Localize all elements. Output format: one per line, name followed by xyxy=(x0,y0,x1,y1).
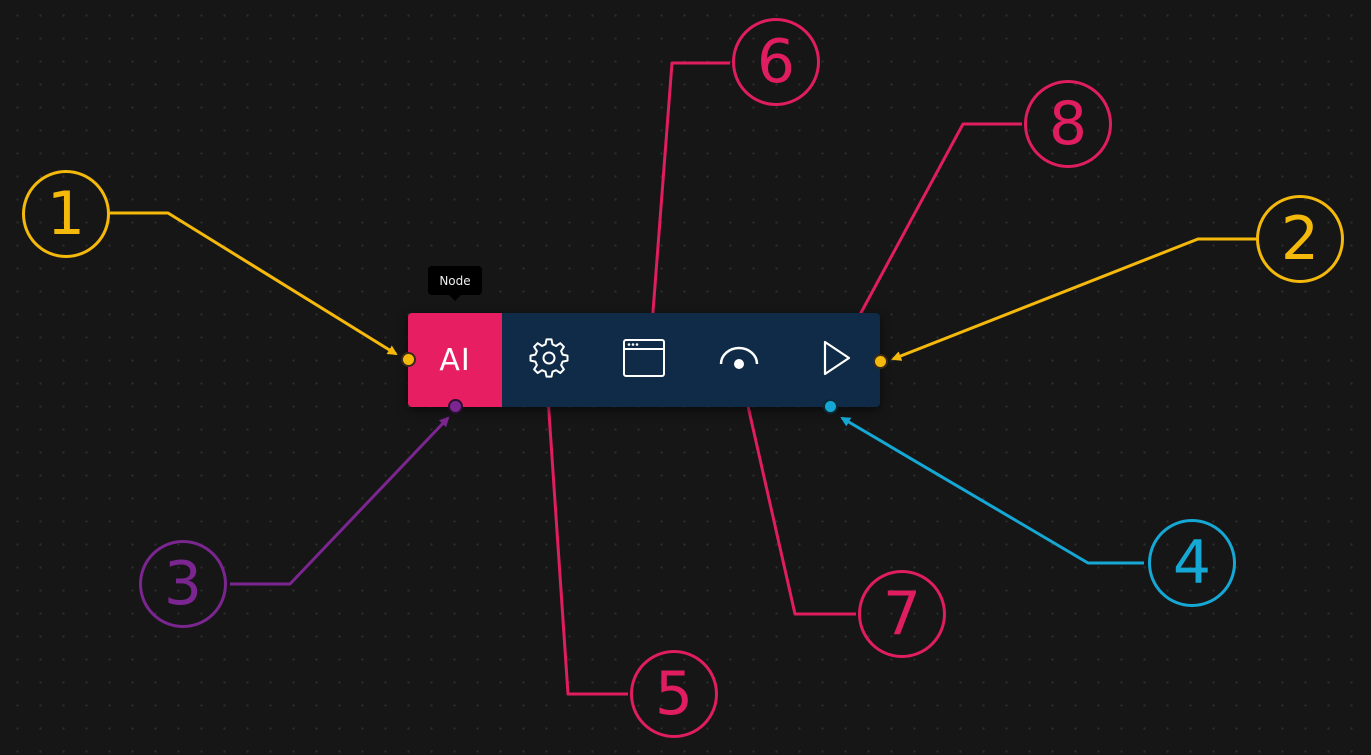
node-type-label: AI xyxy=(439,342,471,378)
callout-2: 2 xyxy=(1256,195,1344,283)
callout-1-number: 1 xyxy=(46,179,86,249)
leader-line-3 xyxy=(230,416,450,586)
settings-button[interactable] xyxy=(525,336,573,384)
node-tooltip: Node xyxy=(428,266,482,301)
node-tooltip-label: Node xyxy=(439,273,471,288)
callout-4-number: 4 xyxy=(1172,528,1212,598)
callout-6: 6 xyxy=(732,18,820,106)
run-button[interactable] xyxy=(811,336,859,384)
leader-line-6 xyxy=(645,61,730,353)
callout-5: 5 xyxy=(630,650,718,738)
preview-button[interactable] xyxy=(715,336,763,384)
callout-5-number: 5 xyxy=(654,659,694,729)
output-port[interactable] xyxy=(873,354,888,369)
leader-line-8 xyxy=(841,122,1022,348)
browser-window-icon xyxy=(622,338,666,382)
callout-6-number: 6 xyxy=(756,27,796,97)
leader-line-4 xyxy=(840,416,1144,565)
gear-icon xyxy=(526,335,572,385)
callout-4: 4 xyxy=(1148,519,1236,607)
callout-8-number: 8 xyxy=(1048,89,1088,159)
node-type-badge[interactable]: AI xyxy=(408,313,502,407)
bottom-left-port[interactable] xyxy=(448,399,463,414)
leader-line-1 xyxy=(110,211,398,356)
bottom-right-port[interactable] xyxy=(823,399,838,414)
ai-node[interactable]: AI xyxy=(408,313,880,407)
callout-7-number: 7 xyxy=(882,579,922,649)
callout-2-number: 2 xyxy=(1280,204,1320,274)
callout-3: 3 xyxy=(139,540,227,628)
input-port[interactable] xyxy=(401,352,416,367)
play-icon xyxy=(815,338,855,382)
callout-8: 8 xyxy=(1024,80,1112,168)
leader-line-2 xyxy=(891,237,1256,361)
callout-3-number: 3 xyxy=(163,549,203,619)
callout-7: 7 xyxy=(858,570,946,658)
view-window-button[interactable] xyxy=(620,336,668,384)
eye-icon xyxy=(717,340,761,380)
callout-1: 1 xyxy=(22,170,110,258)
leader-line-7 xyxy=(739,382,856,616)
leader-line-5 xyxy=(542,381,628,696)
